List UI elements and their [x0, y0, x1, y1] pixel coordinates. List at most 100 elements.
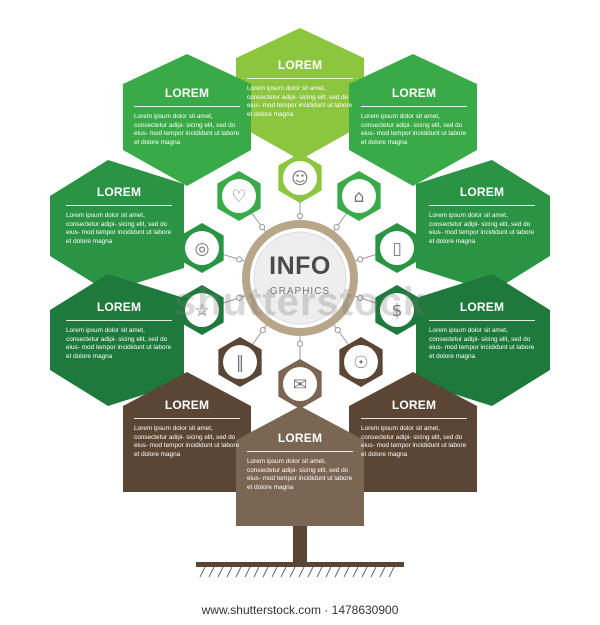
bar-chart-icon: ‖: [218, 337, 262, 387]
star-icon: ☆: [180, 285, 224, 335]
ground-hatch: [361, 566, 368, 578]
card-title: LOREM: [96, 300, 142, 314]
icon-glyph: ‖: [236, 353, 245, 373]
connector-dot: [334, 326, 341, 334]
connector-dot: [296, 340, 304, 347]
card-shape: [50, 274, 184, 406]
icon-circle: [222, 179, 256, 213]
card-mid-right: LOREM Lorem ipsum dolor sit amet, consec…: [423, 185, 541, 246]
icon-circle: [380, 293, 414, 327]
smartphone-icon: ▯: [375, 223, 419, 273]
card-divider: [247, 78, 353, 79]
ground-hatch: [226, 566, 233, 578]
person-icon: ☺: [278, 153, 322, 203]
ground-hatch: [280, 566, 287, 578]
card-text: Lorem ipsum dolor sit amet, consectetur …: [66, 212, 172, 245]
connector-dot: [357, 256, 364, 263]
center-title: INFO: [269, 252, 331, 280]
card-text: Lorem ipsum dolor sit amet, consectetur …: [66, 327, 172, 360]
icon-circle: [185, 293, 219, 327]
card-text: Lorem ipsum dolor sit amet, consectetur …: [429, 327, 535, 360]
card-divider: [247, 451, 353, 452]
icon-glyph: ☆: [194, 301, 209, 321]
card-title: LOREM: [459, 300, 505, 314]
card-shape: [123, 54, 251, 186]
connector-dot: [333, 224, 340, 231]
ground-line: [196, 562, 404, 567]
card-title: LOREM: [391, 86, 437, 100]
card-shape: [349, 372, 477, 492]
card-title: LOREM: [277, 58, 323, 72]
card-shape: [349, 54, 477, 186]
ground-hatch: [352, 566, 359, 578]
icon-glyph: ✉: [293, 375, 307, 395]
ground-hatch: [316, 566, 323, 578]
card-divider: [66, 205, 172, 206]
icon-glyph: ☺: [291, 169, 309, 189]
card-top: LOREM Lorem ipsum dolor sit amet, consec…: [241, 58, 359, 119]
ground-hatch: [217, 566, 224, 578]
envelope-icon: ✉: [278, 359, 322, 409]
card-divider: [361, 418, 467, 419]
card-text: Lorem ipsum dolor sit amet, consectetur …: [247, 458, 353, 491]
card-text: Lorem ipsum dolor sit amet, consectetur …: [247, 85, 353, 118]
connector-dot: [259, 224, 266, 231]
watermark-text: shutterstock: [173, 280, 427, 324]
card-title: LOREM: [164, 398, 210, 412]
icon-glyph: ⌂: [354, 187, 365, 207]
lightbulb-icon: ☉: [339, 337, 383, 387]
card-bottom: LOREM Lorem ipsum dolor sit amet, consec…: [241, 431, 359, 492]
card-bottom-right: LOREM Lorem ipsum dolor sit amet, consec…: [355, 398, 473, 459]
footer-credit: www.shutterstock.com · 1478630900: [201, 603, 399, 617]
card-text: Lorem ipsum dolor sit amet, consectetur …: [361, 113, 467, 146]
card-shape: [416, 160, 550, 292]
card-divider: [429, 205, 535, 206]
card-divider: [66, 320, 172, 321]
connector-dot: [357, 294, 364, 301]
card-upper-right: LOREM Lorem ipsum dolor sit amet, consec…: [355, 86, 473, 147]
connector-dot: [236, 294, 243, 301]
icon-glyph: ◎: [195, 239, 210, 259]
ground-hatch: [379, 566, 386, 578]
center-subtitle: GRAPHICS: [269, 286, 331, 297]
card-title: LOREM: [459, 185, 505, 199]
card-title: LOREM: [164, 86, 210, 100]
card-divider: [134, 418, 240, 419]
card-title: LOREM: [391, 398, 437, 412]
graduation-cap-icon: ⌂: [337, 171, 381, 221]
ground-hatch: [325, 566, 332, 578]
ground-hatch: [262, 566, 269, 578]
ground-hatch: [253, 566, 260, 578]
ground-hatch: [199, 566, 206, 578]
card-shape: [236, 28, 364, 160]
card-shape: [123, 372, 251, 492]
icon-circle: [283, 367, 317, 401]
icon-circle: [185, 231, 219, 265]
icon-glyph: $: [392, 301, 403, 321]
connector-dot: [296, 212, 304, 220]
icon-circle: [223, 345, 257, 379]
wireless-icon: ◎: [180, 223, 224, 273]
card-divider: [361, 106, 467, 107]
icon-circle: [342, 179, 376, 213]
card-shape: [50, 160, 184, 292]
tree-trunk: [293, 520, 307, 566]
card-title: LOREM: [277, 431, 323, 445]
card-mid-left: LOREM Lorem ipsum dolor sit amet, consec…: [60, 185, 178, 246]
ground-hatch: [289, 566, 296, 578]
card-upper-left: LOREM Lorem ipsum dolor sit amet, consec…: [128, 86, 246, 147]
icon-glyph: ♡: [231, 187, 246, 207]
icon-glyph: ☉: [353, 353, 368, 373]
ground-hatch: [307, 566, 314, 578]
center-disc: [253, 231, 347, 325]
card-text: Lorem ipsum dolor sit amet, consectetur …: [361, 425, 467, 458]
card-divider: [429, 320, 535, 321]
connector-dot: [259, 326, 266, 334]
card-text: Lorem ipsum dolor sit amet, consectetur …: [134, 113, 240, 146]
card-shape: [236, 406, 364, 526]
card-divider: [134, 106, 240, 107]
ground-hatch: [343, 566, 350, 578]
card-text: Lorem ipsum dolor sit amet, consectetur …: [429, 212, 535, 245]
